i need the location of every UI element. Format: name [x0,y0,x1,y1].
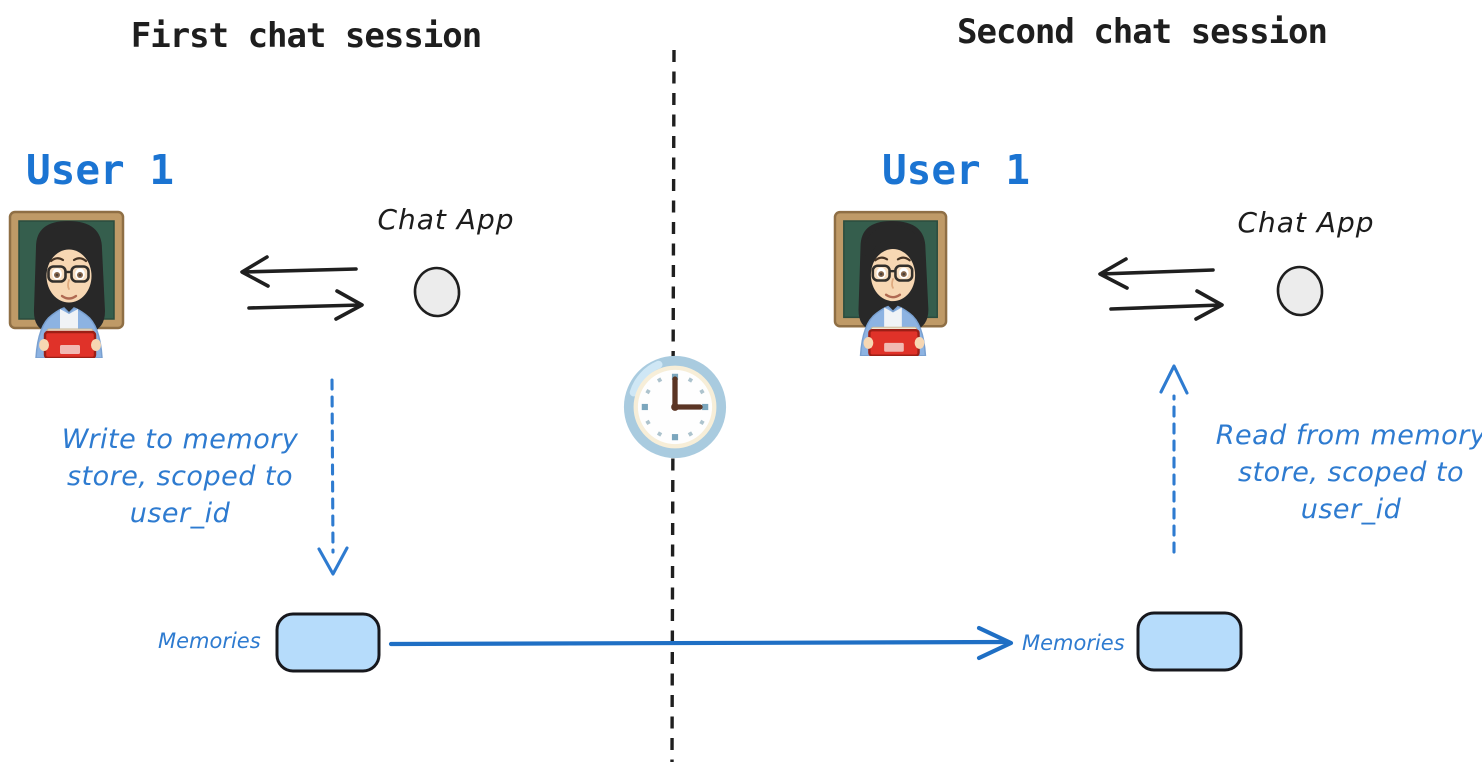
note-line: Write to memory [61,424,299,455]
left-arrow-to-app-head [334,289,364,321]
memories-arrow-shaft [388,639,1011,647]
note-line: user_id [1300,494,1402,525]
right-user-woman-teacher-icon [833,203,951,356]
read-from-memory-arrow [1159,364,1189,554]
left-chat-app-circle-node [413,266,461,318]
right-memories-box [1136,611,1243,672]
left-arrow-to-app [247,303,363,310]
memories-arrow-head-right [976,625,1014,661]
note-line: store, scoped to [1237,457,1465,488]
right-arrow-to-app [1109,303,1223,311]
clock-three-oclock-icon [622,354,728,460]
left-user-woman-teacher-icon [8,203,128,358]
read-from-memory-note: Read from memory store, scoped to user_i… [1196,417,1482,528]
right-chat-app-label: Chat App [1237,206,1375,239]
memories-transfer-arrow [388,625,1014,661]
right-user-label: User 1 [882,146,1031,194]
left-memories-box [275,612,381,673]
left-arrow-to-user [241,267,358,274]
write-arrow-head-down [317,546,349,576]
left-user-label: User 1 [26,146,175,194]
right-arrow-to-user [1099,268,1215,276]
note-line: user_id [129,498,231,529]
write-to-memory-note: Write to memory store, scoped to user_id [30,421,330,532]
right-arrow-to-app-head [1194,289,1224,321]
session-divider-dashed-line [670,49,676,763]
note-line: store, scoped to [66,461,294,492]
write-arrow-shaft [330,378,335,554]
right-memories-label: Memories [1022,631,1125,655]
left-chat-app-label: Chat App [377,203,515,236]
right-session-title: Second chat session [957,12,1328,52]
write-to-memory-arrow [317,378,349,576]
read-arrow-head-up [1159,364,1189,395]
left-session-title: First chat session [130,16,482,56]
right-chat-exchange-arrows [1098,257,1224,321]
right-arrow-to-user-head [1098,257,1129,290]
left-arrow-to-user-head [240,255,270,288]
left-chat-exchange-arrows [240,255,364,321]
note-line: Read from memory [1215,420,1482,451]
right-chat-app-circle-node [1276,265,1324,317]
left-memories-label: Memories [158,629,261,653]
